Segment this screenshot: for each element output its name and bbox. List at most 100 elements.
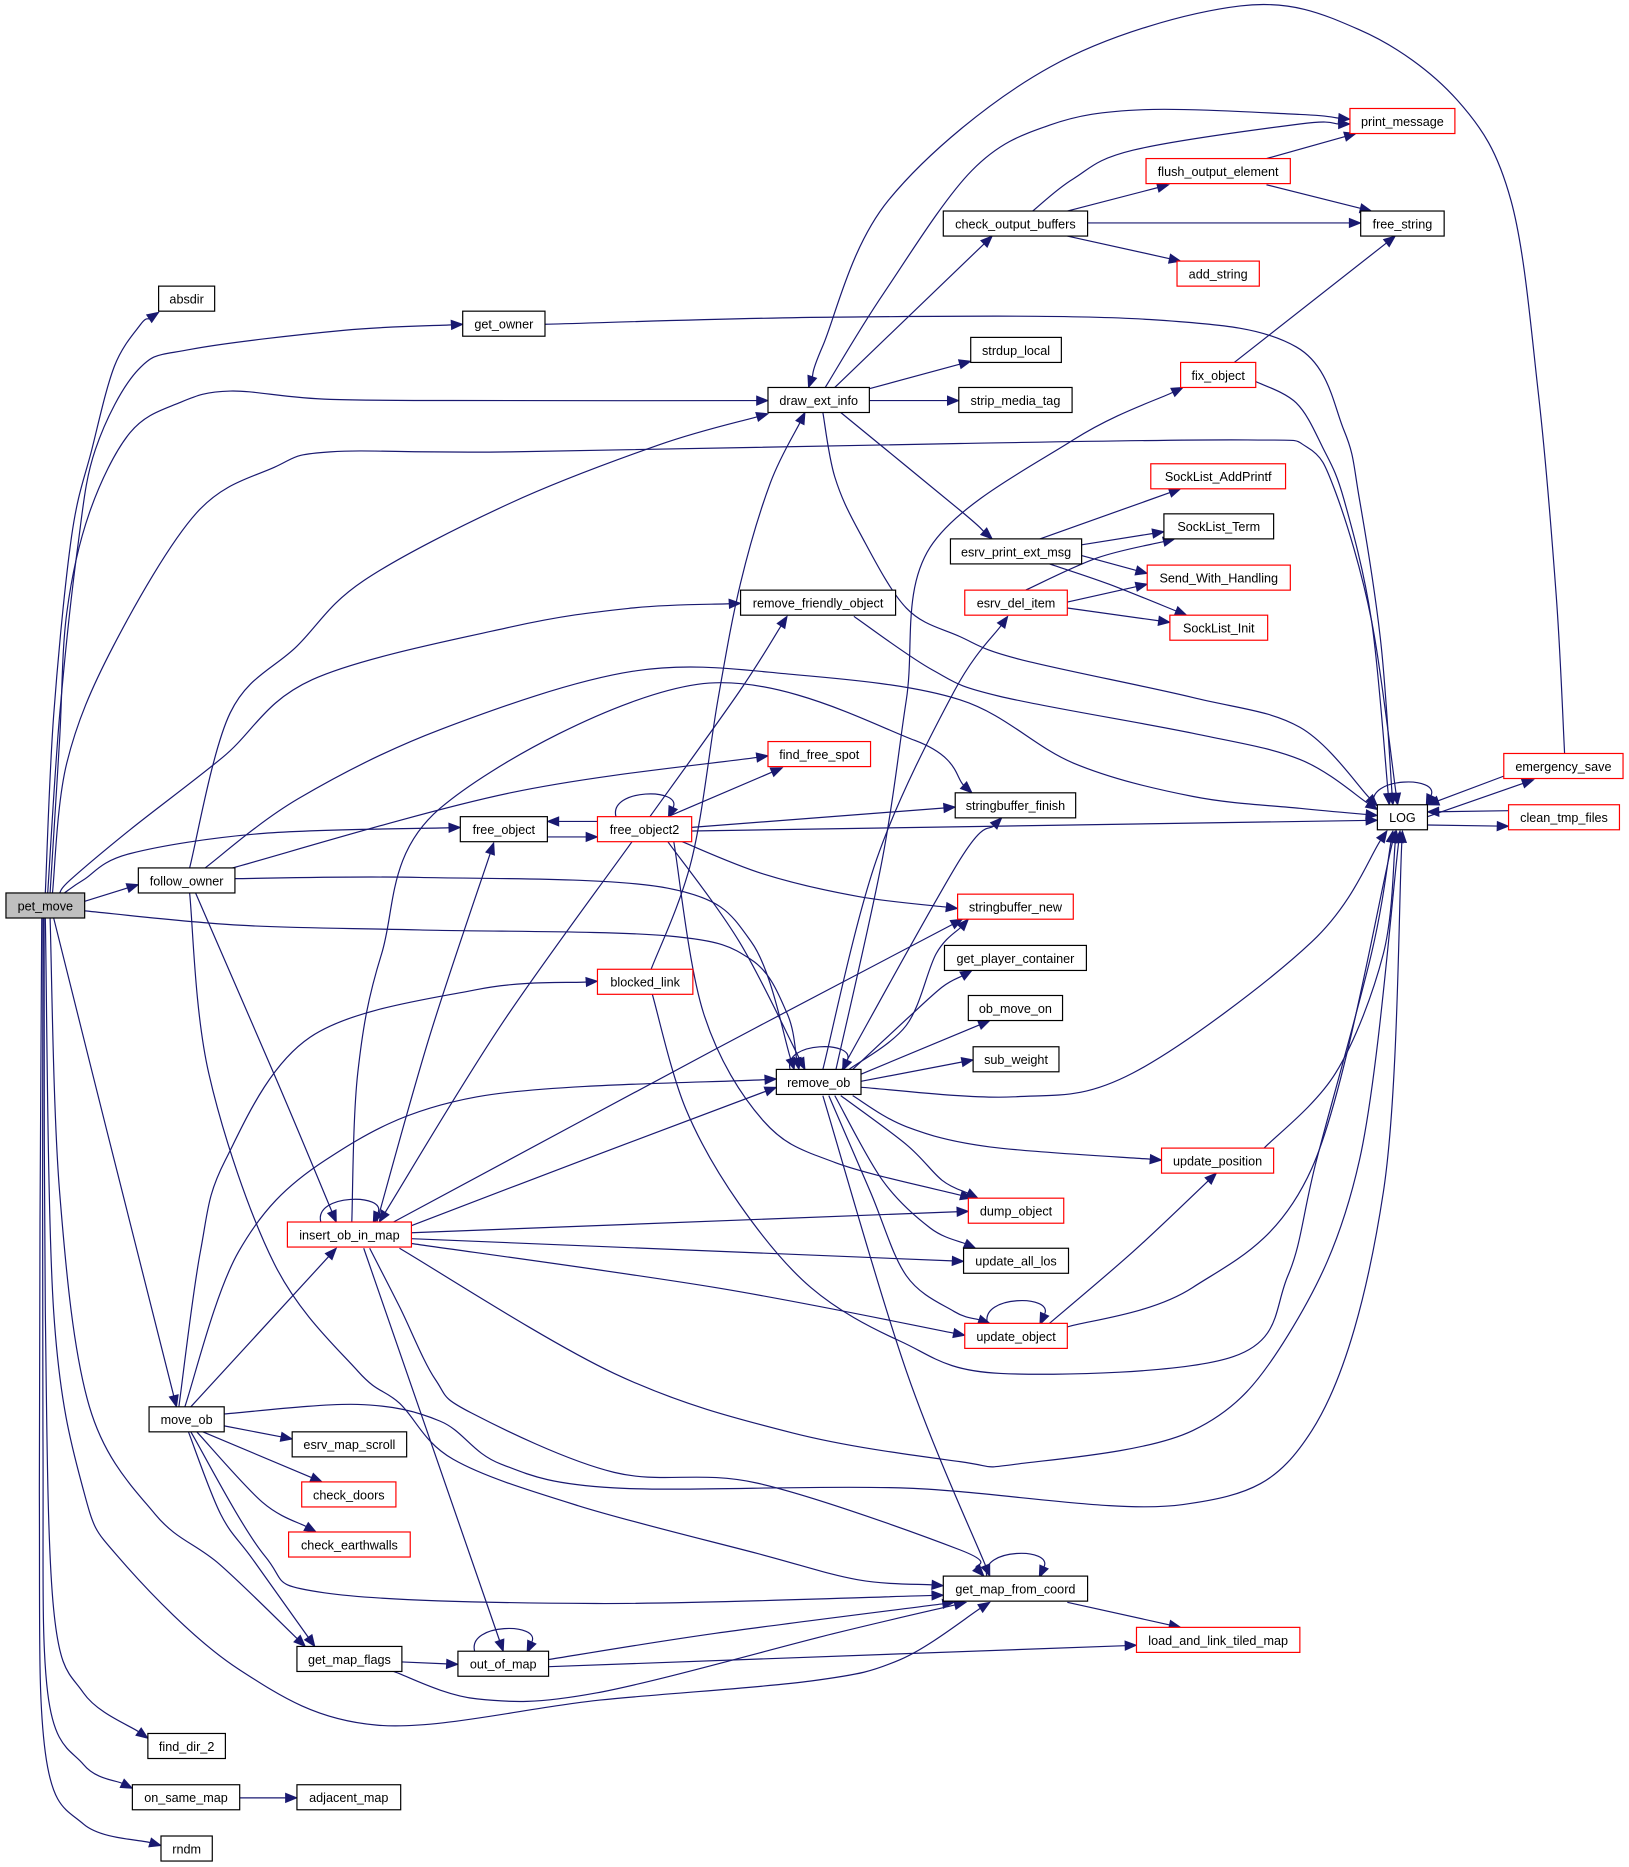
node-box[interactable] bbox=[5, 892, 86, 919]
node-box[interactable] bbox=[291, 1431, 408, 1458]
node-box[interactable] bbox=[967, 994, 1064, 1022]
node-box[interactable] bbox=[1146, 564, 1291, 591]
node-esrv_map_scroll[interactable]: esrv_map_scroll bbox=[291, 1431, 408, 1458]
node-box[interactable] bbox=[148, 1406, 225, 1433]
node-box[interactable] bbox=[1376, 804, 1429, 831]
node-remove_friendly_object[interactable]: remove_friendly_object bbox=[739, 589, 897, 616]
node-box[interactable] bbox=[967, 1197, 1065, 1224]
node-box[interactable] bbox=[287, 1531, 411, 1558]
node-box[interactable] bbox=[972, 1046, 1060, 1073]
node-box[interactable] bbox=[147, 1732, 226, 1760]
node-esrv_print_ext_msg[interactable]: esrv_print_ext_msg bbox=[949, 538, 1083, 565]
node-box[interactable] bbox=[457, 1650, 550, 1677]
node-box[interactable] bbox=[964, 589, 1068, 616]
node-add_string[interactable]: add_string bbox=[1176, 260, 1260, 287]
node-box[interactable] bbox=[942, 1575, 1089, 1602]
node-Send_With_Handling[interactable]: Send_With_Handling bbox=[1146, 564, 1291, 591]
node-clean_tmp_files[interactable]: clean_tmp_files bbox=[1507, 804, 1621, 831]
node-check_earthwalls[interactable]: check_earthwalls bbox=[287, 1531, 411, 1558]
node-adjacent_map[interactable]: adjacent_map bbox=[296, 1784, 402, 1811]
node-update_all_los[interactable]: update_all_los bbox=[962, 1247, 1070, 1274]
node-box[interactable] bbox=[158, 285, 216, 312]
node-print_message[interactable]: print_message bbox=[1349, 107, 1456, 135]
node-box[interactable] bbox=[462, 310, 546, 337]
node-get_player_container[interactable]: get_player_container bbox=[943, 944, 1087, 972]
node-box[interactable] bbox=[160, 1835, 213, 1862]
node-box[interactable] bbox=[1507, 804, 1621, 831]
node-free_object[interactable]: free_object bbox=[459, 816, 548, 843]
node-box[interactable] bbox=[970, 336, 1062, 364]
node-box[interactable] bbox=[954, 792, 1077, 819]
node-box[interactable] bbox=[1180, 361, 1257, 389]
node-get_owner[interactable]: get_owner bbox=[462, 310, 546, 337]
node-box[interactable] bbox=[596, 816, 693, 843]
node-on_same_map[interactable]: on_same_map bbox=[131, 1784, 241, 1811]
node-SockList_AddPrintf[interactable]: SockList_AddPrintf bbox=[1150, 463, 1287, 490]
node-update_object[interactable]: update_object bbox=[964, 1322, 1068, 1349]
node-free_string[interactable]: free_string bbox=[1360, 210, 1445, 237]
node-strip_media_tag[interactable]: strip_media_tag bbox=[958, 386, 1073, 414]
node-out_of_map[interactable]: out_of_map bbox=[457, 1650, 550, 1677]
node-esrv_del_item[interactable]: esrv_del_item bbox=[964, 589, 1068, 616]
node-box[interactable] bbox=[1163, 513, 1275, 540]
node-box[interactable] bbox=[1135, 1626, 1301, 1653]
node-absdir[interactable]: absdir bbox=[158, 285, 216, 312]
node-box[interactable] bbox=[1145, 157, 1291, 185]
node-box[interactable] bbox=[767, 386, 870, 414]
node-box[interactable] bbox=[1349, 107, 1456, 135]
node-draw_ext_info[interactable]: draw_ext_info bbox=[767, 386, 870, 414]
node-insert_ob_in_map[interactable]: insert_ob_in_map bbox=[286, 1221, 413, 1248]
node-box[interactable] bbox=[1169, 614, 1269, 641]
node-box[interactable] bbox=[296, 1784, 402, 1811]
node-box[interactable] bbox=[958, 386, 1073, 414]
node-box[interactable] bbox=[942, 210, 1089, 237]
node-move_ob[interactable]: move_ob bbox=[148, 1406, 225, 1433]
node-remove_ob[interactable]: remove_ob bbox=[775, 1068, 862, 1096]
node-blocked_link[interactable]: blocked_link bbox=[596, 968, 694, 995]
node-ob_move_on[interactable]: ob_move_on bbox=[967, 994, 1064, 1022]
node-pet_move[interactable]: pet_move bbox=[5, 892, 86, 919]
node-emergency_save[interactable]: emergency_save bbox=[1503, 752, 1624, 780]
node-flush_output_element[interactable]: flush_output_element bbox=[1145, 157, 1291, 185]
node-SockList_Init[interactable]: SockList_Init bbox=[1169, 614, 1269, 641]
node-find_free_spot[interactable]: find_free_spot bbox=[767, 740, 872, 768]
node-update_position[interactable]: update_position bbox=[1160, 1147, 1275, 1174]
node-box[interactable] bbox=[1503, 752, 1624, 780]
node-sub_weight[interactable]: sub_weight bbox=[972, 1046, 1060, 1073]
node-follow_owner[interactable]: follow_owner bbox=[137, 867, 236, 894]
node-box[interactable] bbox=[739, 589, 897, 616]
node-box[interactable] bbox=[943, 944, 1087, 972]
node-load_and_link_tiled_map[interactable]: load_and_link_tiled_map bbox=[1135, 1626, 1301, 1653]
node-dump_object[interactable]: dump_object bbox=[967, 1197, 1065, 1224]
node-box[interactable] bbox=[301, 1481, 397, 1508]
node-box[interactable] bbox=[459, 816, 548, 843]
node-get_map_flags[interactable]: get_map_flags bbox=[296, 1645, 403, 1673]
node-get_map_from_coord[interactable]: get_map_from_coord bbox=[942, 1575, 1089, 1602]
node-check_doors[interactable]: check_doors bbox=[301, 1481, 397, 1508]
node-box[interactable] bbox=[957, 893, 1074, 920]
node-box[interactable] bbox=[1176, 260, 1260, 287]
node-box[interactable] bbox=[775, 1068, 862, 1096]
node-box[interactable] bbox=[296, 1645, 403, 1673]
node-fix_object[interactable]: fix_object bbox=[1180, 361, 1257, 389]
node-SockList_Term[interactable]: SockList_Term bbox=[1163, 513, 1275, 540]
node-box[interactable] bbox=[596, 968, 694, 995]
node-check_output_buffers[interactable]: check_output_buffers bbox=[942, 210, 1089, 237]
node-stringbuffer_new[interactable]: stringbuffer_new bbox=[957, 893, 1074, 920]
node-strdup_local[interactable]: strdup_local bbox=[970, 336, 1062, 364]
node-box[interactable] bbox=[962, 1247, 1070, 1274]
node-box[interactable] bbox=[767, 740, 872, 768]
node-find_dir_2[interactable]: find_dir_2 bbox=[147, 1732, 226, 1760]
node-box[interactable] bbox=[131, 1784, 241, 1811]
node-free_object2[interactable]: free_object2 bbox=[596, 816, 693, 843]
node-box[interactable] bbox=[1150, 463, 1287, 490]
node-rndm[interactable]: rndm bbox=[160, 1835, 213, 1862]
node-box[interactable] bbox=[949, 538, 1083, 565]
node-box[interactable] bbox=[1160, 1147, 1275, 1174]
node-box[interactable] bbox=[964, 1322, 1068, 1349]
node-box[interactable] bbox=[137, 867, 236, 894]
node-box[interactable] bbox=[1360, 210, 1445, 237]
node-stringbuffer_finish[interactable]: stringbuffer_finish bbox=[954, 792, 1077, 819]
node-LOG[interactable]: LOG bbox=[1376, 804, 1429, 831]
node-box[interactable] bbox=[286, 1221, 413, 1248]
